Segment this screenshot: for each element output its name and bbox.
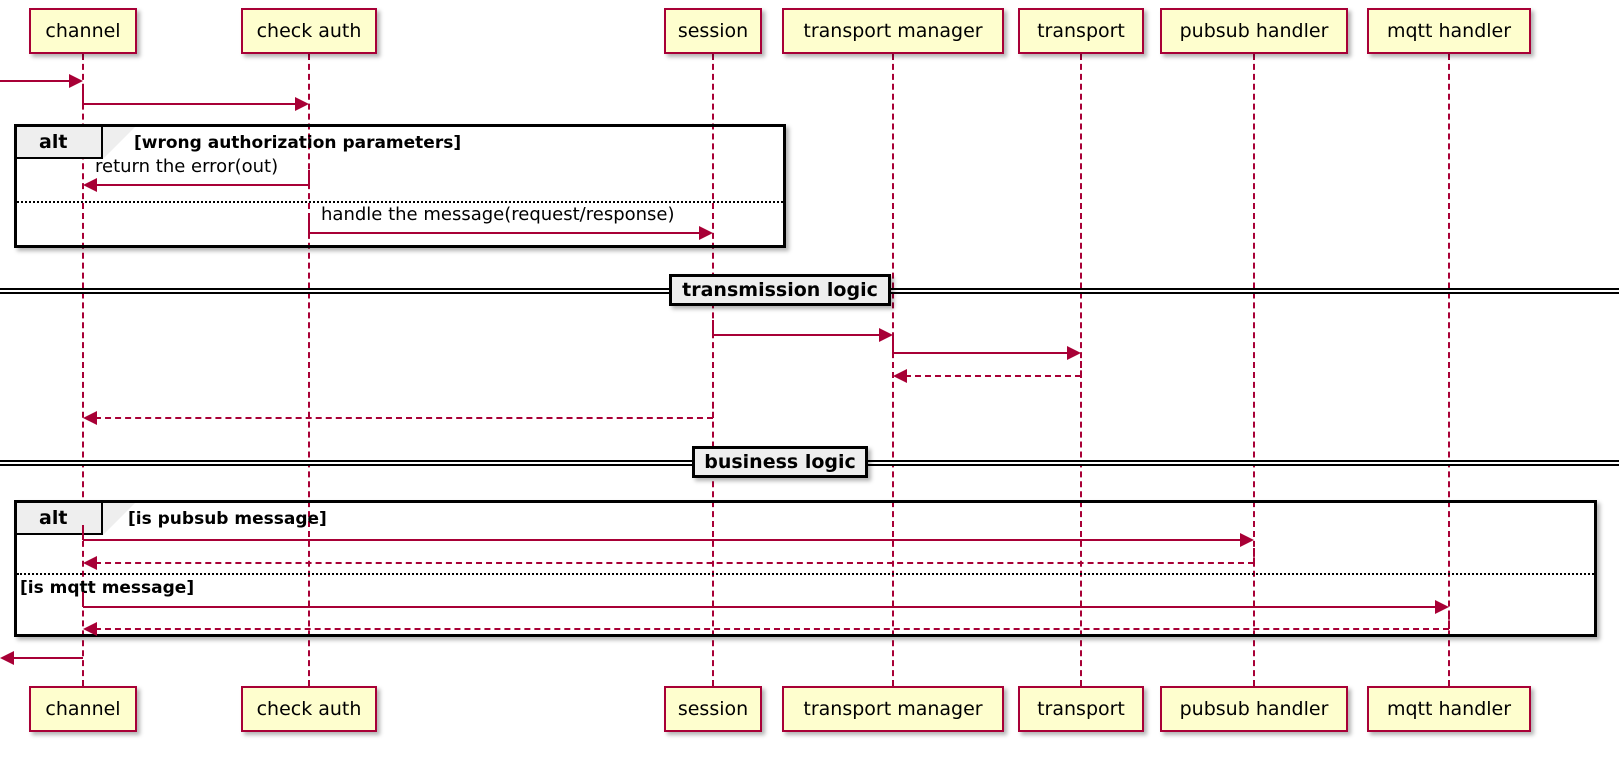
separator-text: business logic bbox=[704, 450, 856, 473]
participant-session-bottom[interactable]: session bbox=[664, 686, 762, 732]
message-stem-m9 bbox=[82, 525, 84, 540]
message-stem-m3 bbox=[308, 170, 310, 185]
message-line-m6 bbox=[893, 352, 1069, 354]
message-line-m7 bbox=[905, 375, 1081, 377]
message-line-m10 bbox=[95, 562, 1254, 564]
message-arrowhead-m1 bbox=[69, 74, 83, 88]
message-stem-m8 bbox=[712, 403, 714, 418]
message-arrowhead-m2 bbox=[295, 97, 309, 111]
group-keyword-tab-alt1: alt bbox=[17, 127, 103, 159]
participant-label: transport manager bbox=[803, 697, 983, 720]
group-tab-notch-alt2 bbox=[103, 503, 135, 535]
message-stem-m7 bbox=[1080, 361, 1082, 376]
participant-session-top[interactable]: session bbox=[664, 8, 762, 54]
participant-label: pubsub handler bbox=[1179, 697, 1329, 720]
message-stem-m6 bbox=[892, 338, 894, 353]
participant-checkauth-bottom[interactable]: check auth bbox=[241, 686, 377, 732]
message-arrowhead-m13 bbox=[0, 651, 14, 665]
group-condition-alt2-1: [is mqtt message] bbox=[20, 578, 195, 598]
separator-label-sep1: transmission logic bbox=[669, 274, 891, 306]
group-frame-alt1 bbox=[14, 124, 786, 248]
lifeline-checkauth bbox=[308, 54, 310, 686]
message-line-m13 bbox=[12, 657, 83, 659]
message-arrowhead-m10 bbox=[83, 556, 97, 570]
participant-label: session bbox=[677, 19, 749, 42]
message-arrowhead-m9 bbox=[1240, 533, 1254, 547]
separator-text: transmission logic bbox=[682, 278, 878, 301]
message-line-m4 bbox=[309, 232, 701, 234]
participant-label: transport bbox=[1037, 697, 1125, 720]
message-line-m11 bbox=[83, 606, 1437, 608]
lifeline-session bbox=[712, 54, 714, 686]
participant-mqtt-top[interactable]: mqtt handler bbox=[1367, 8, 1531, 54]
participant-label: check auth bbox=[256, 19, 362, 42]
message-arrowhead-m8 bbox=[83, 411, 97, 425]
participant-label: channel bbox=[45, 19, 121, 42]
message-stem-m2 bbox=[82, 89, 84, 104]
participant-label: check auth bbox=[256, 697, 362, 720]
participant-tmanager-top[interactable]: transport manager bbox=[782, 8, 1004, 54]
participant-tmanager-bottom[interactable]: transport manager bbox=[782, 686, 1004, 732]
group-condition-alt2-0: [is pubsub message] bbox=[128, 509, 327, 529]
group-keyword: alt bbox=[39, 130, 68, 153]
message-stem-m5 bbox=[712, 320, 714, 335]
lifeline-mqtt bbox=[1448, 54, 1450, 686]
participant-label: channel bbox=[45, 697, 121, 720]
message-stem-m12 bbox=[1448, 614, 1450, 629]
message-line-m5 bbox=[713, 334, 881, 336]
message-label-m4: handle the message(request/response) bbox=[321, 204, 675, 225]
participant-channel-top[interactable]: channel bbox=[29, 8, 137, 54]
message-arrowhead-m7 bbox=[893, 369, 907, 383]
message-arrowhead-m6 bbox=[1067, 346, 1081, 360]
message-line-m3 bbox=[95, 184, 309, 186]
group-frame-alt2 bbox=[14, 500, 1597, 637]
message-arrowhead-m5 bbox=[879, 328, 893, 342]
message-arrowhead-m3 bbox=[83, 178, 97, 192]
message-line-m2 bbox=[83, 103, 297, 105]
message-arrowhead-m12 bbox=[83, 622, 97, 636]
message-stem-m4 bbox=[308, 218, 310, 233]
message-arrowhead-m11 bbox=[1435, 600, 1449, 614]
group-tab-notch-alt1 bbox=[103, 127, 135, 159]
lifeline-pubsub bbox=[1253, 54, 1255, 686]
message-line-m9 bbox=[83, 539, 1242, 541]
participant-channel-bottom[interactable]: channel bbox=[29, 686, 137, 732]
message-line-m8 bbox=[95, 417, 713, 419]
participant-label: transport bbox=[1037, 19, 1125, 42]
lifeline-channel bbox=[82, 54, 84, 686]
group-condition-alt1-0: [wrong authorization parameters] bbox=[134, 133, 462, 153]
group-divider-alt2 bbox=[17, 573, 1594, 575]
participant-mqtt-bottom[interactable]: mqtt handler bbox=[1367, 686, 1531, 732]
participant-pubsub-top[interactable]: pubsub handler bbox=[1160, 8, 1348, 54]
participant-label: transport manager bbox=[803, 19, 983, 42]
message-label-m3: return the error(out) bbox=[95, 156, 279, 177]
message-stem-m10 bbox=[1253, 548, 1255, 563]
group-keyword: alt bbox=[39, 506, 68, 529]
participant-pubsub-bottom[interactable]: pubsub handler bbox=[1160, 686, 1348, 732]
participant-label: mqtt handler bbox=[1386, 697, 1512, 720]
participant-label: session bbox=[677, 697, 749, 720]
message-line-m12 bbox=[95, 628, 1449, 630]
participant-label: mqtt handler bbox=[1386, 19, 1512, 42]
participant-transport-top[interactable]: transport bbox=[1018, 8, 1144, 54]
participant-transport-bottom[interactable]: transport bbox=[1018, 686, 1144, 732]
group-keyword-tab-alt2: alt bbox=[17, 503, 103, 535]
participant-checkauth-top[interactable]: check auth bbox=[241, 8, 377, 54]
separator-label-sep2: business logic bbox=[692, 446, 868, 478]
message-arrowhead-m4 bbox=[699, 226, 713, 240]
group-divider-alt1 bbox=[17, 201, 783, 203]
message-line-m1 bbox=[0, 80, 71, 82]
message-stem-m11 bbox=[82, 592, 84, 607]
participant-label: pubsub handler bbox=[1179, 19, 1329, 42]
